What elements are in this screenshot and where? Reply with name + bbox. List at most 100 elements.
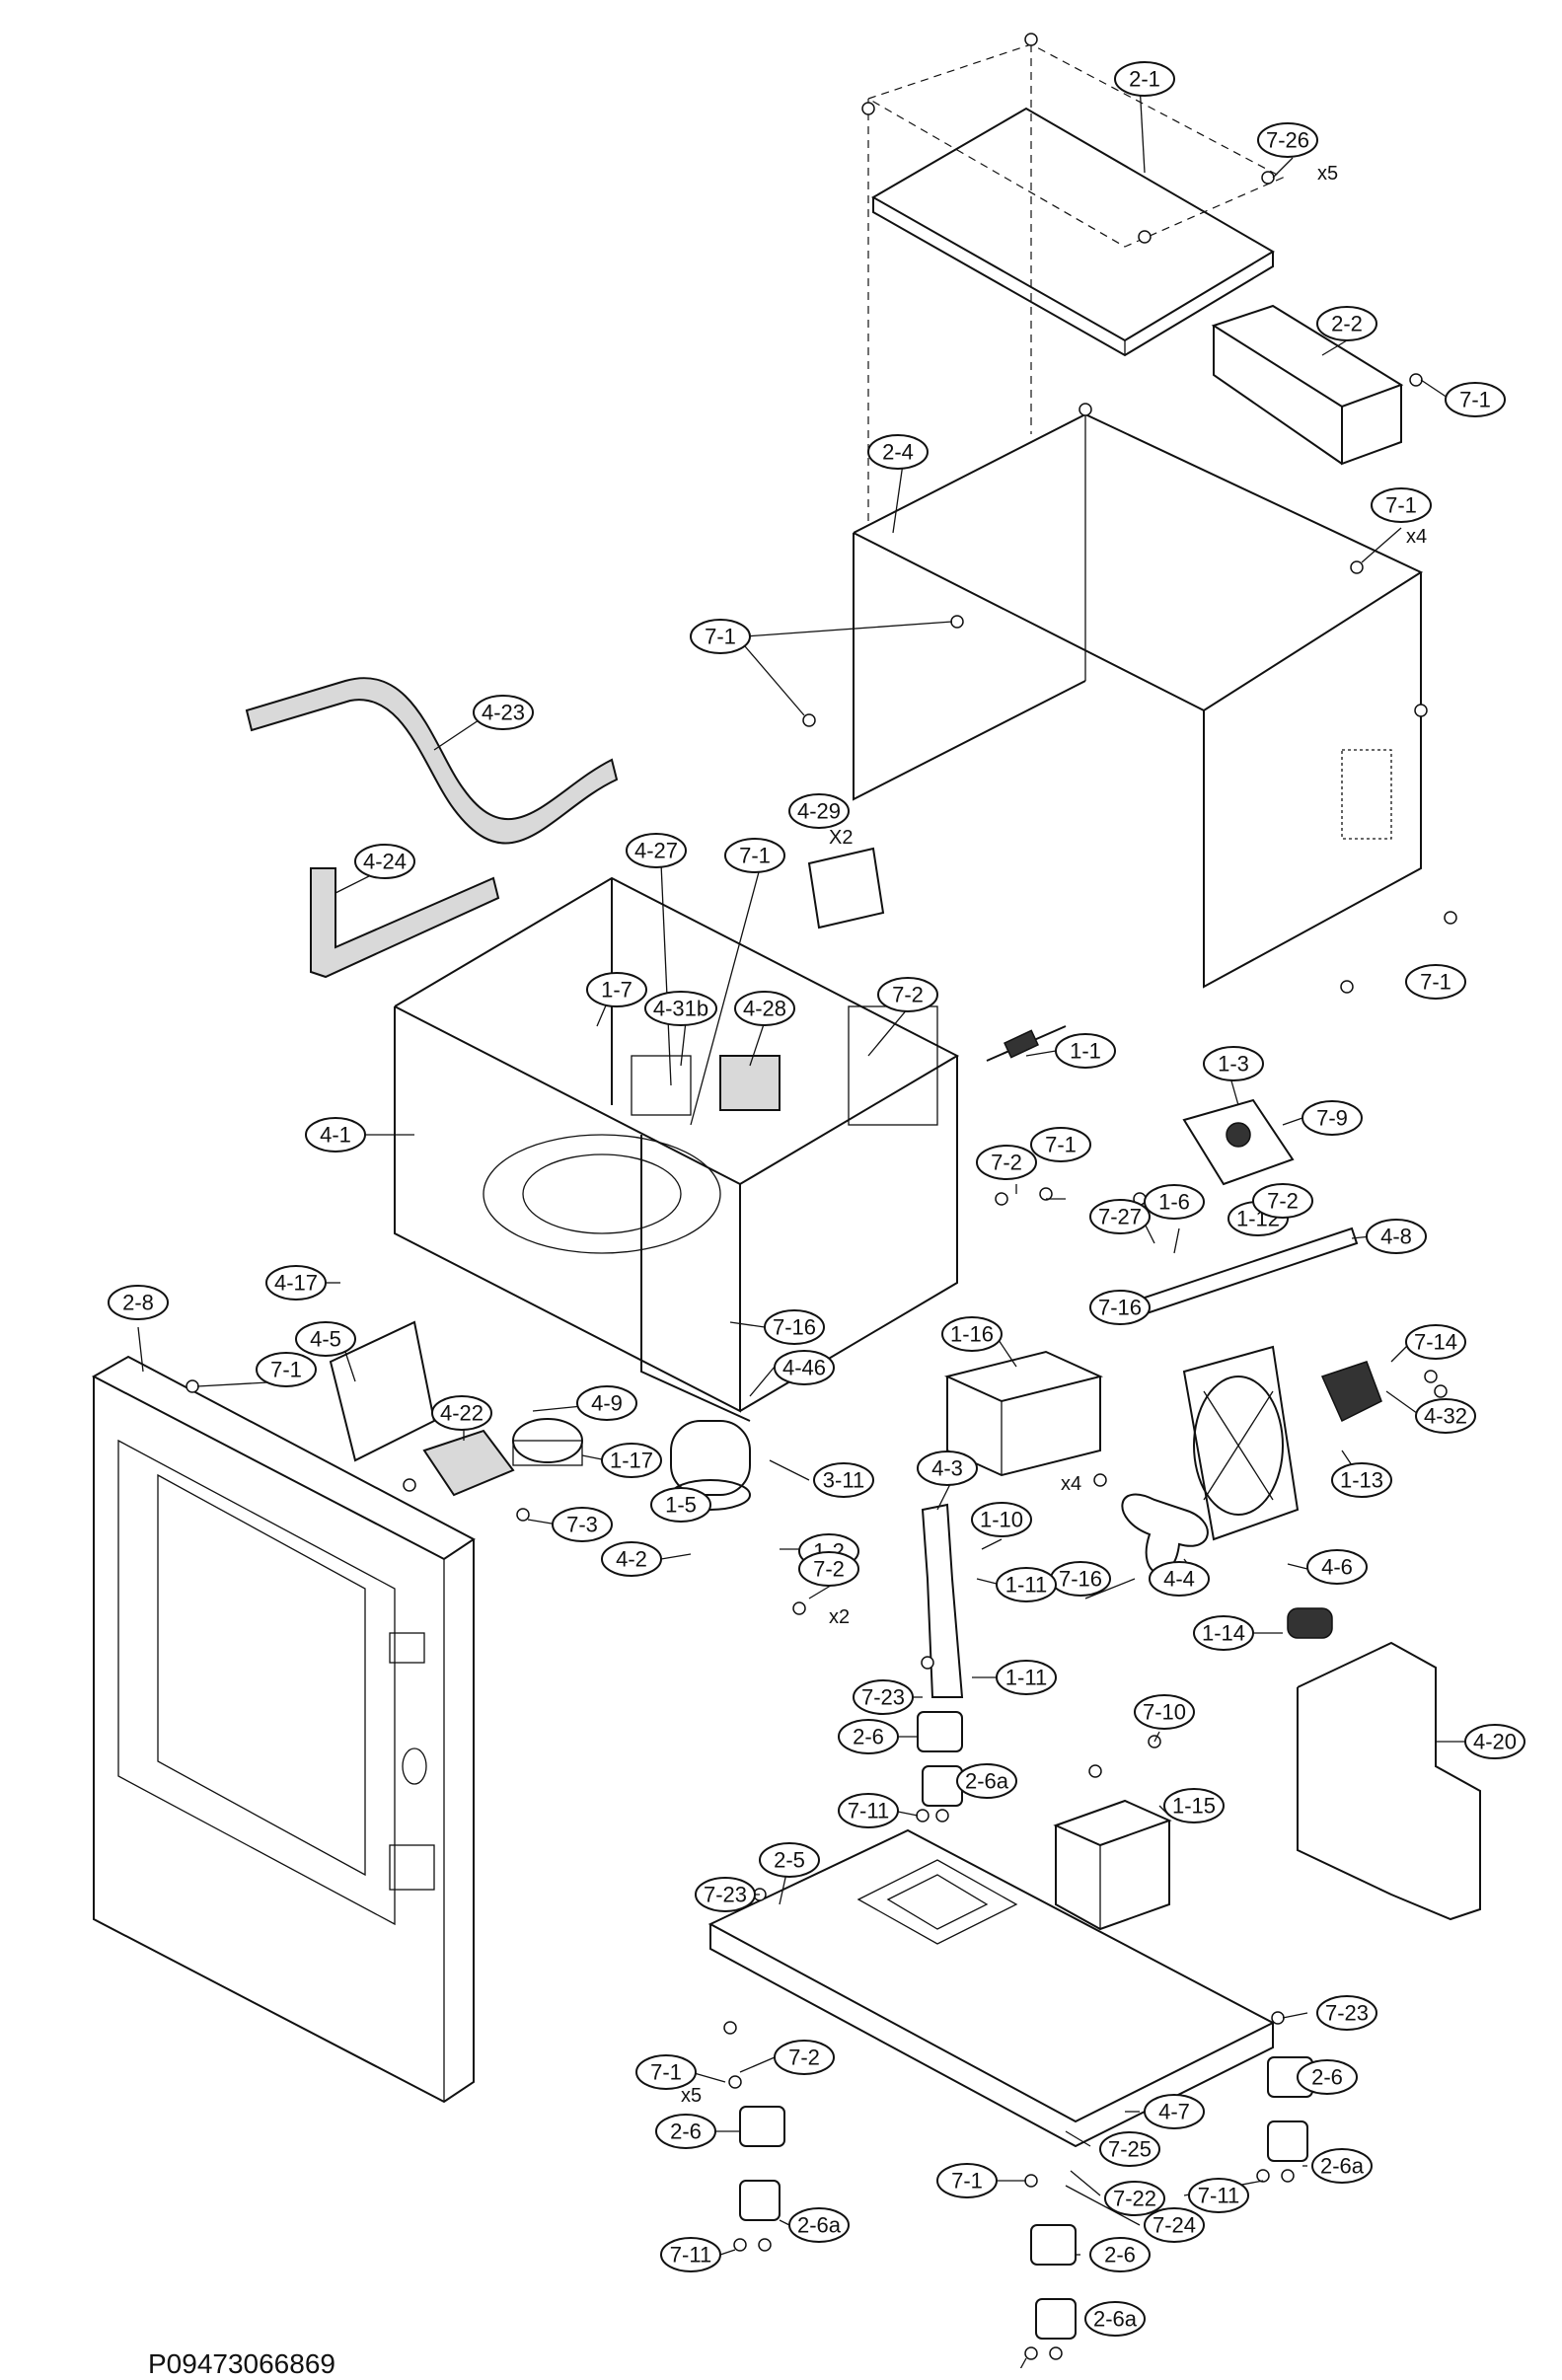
callout-text: 1-5 bbox=[665, 1493, 697, 1518]
base-plate bbox=[707, 1828, 1276, 2148]
callout-text: 2-8 bbox=[122, 1291, 154, 1315]
callout-4-1: 4-1 bbox=[305, 1117, 366, 1153]
callout-text: 4-1 bbox=[320, 1123, 351, 1148]
callout-4-28: 4-28 bbox=[734, 991, 795, 1026]
callout-text: 1-7 bbox=[601, 978, 632, 1003]
callout-text: 1-15 bbox=[1172, 1794, 1216, 1819]
callout-text: 4-3 bbox=[931, 1456, 963, 1481]
callout-text: 1-11 bbox=[1005, 1573, 1047, 1598]
callout-7-2e: 7-2 bbox=[774, 2040, 835, 2075]
glass-plate-4-29 bbox=[807, 847, 885, 930]
callout-4-9: 4-9 bbox=[576, 1385, 637, 1421]
callout-text: 4-24 bbox=[363, 850, 407, 874]
transformer bbox=[1053, 1799, 1172, 1931]
callout-text: 7-23 bbox=[1325, 2001, 1369, 2026]
drawing-code: P09473066869 bbox=[148, 2348, 335, 2379]
callout-7-16a: 7-16 bbox=[764, 1309, 825, 1345]
callout-7-1e: 7-1 bbox=[1405, 964, 1466, 1000]
callout-text: 7-2 bbox=[813, 1557, 845, 1582]
foot-2-6-a bbox=[917, 1711, 963, 1807]
callout-4-6: 4-6 bbox=[1306, 1549, 1368, 1585]
callout-7-1b: 7-1 bbox=[1371, 487, 1432, 523]
callout-text: 7-1 bbox=[951, 2169, 983, 2194]
callout-4-5: 4-5 bbox=[295, 1321, 356, 1357]
callout-1-17: 1-17 bbox=[601, 1443, 662, 1478]
callout-2-4: 2-4 bbox=[867, 434, 929, 470]
top-cover-plate bbox=[866, 43, 1285, 357]
outer-cabinet bbox=[853, 412, 1424, 989]
foot-2-6-d bbox=[1030, 2224, 1077, 2340]
callout-4-8: 4-8 bbox=[1366, 1219, 1427, 1254]
callout-text: 4-6 bbox=[1321, 1555, 1353, 1580]
callout-2-6a: 2-6 bbox=[838, 1719, 899, 1754]
callout-text: 1-16 bbox=[950, 1322, 994, 1347]
callout-4-46: 4-46 bbox=[774, 1350, 835, 1385]
qty-4-29: X2 bbox=[829, 827, 853, 849]
callout-text: 7-2 bbox=[991, 1151, 1022, 1175]
callout-7-27: 7-27 bbox=[1089, 1199, 1151, 1234]
callout-text: 7-11 bbox=[1198, 2184, 1239, 2208]
screws bbox=[186, 33, 1457, 2360]
callout-1-5: 1-5 bbox=[650, 1487, 711, 1523]
callout-text: 4-20 bbox=[1473, 1730, 1517, 1754]
callout-7-1h: 7-1 bbox=[635, 2054, 697, 2090]
callout-1-7: 1-7 bbox=[586, 972, 647, 1007]
cavity-chassis bbox=[394, 876, 960, 1422]
callout-text: 7-11 bbox=[670, 2243, 711, 2268]
callout-1-6: 1-6 bbox=[1144, 1184, 1205, 1220]
callout-text: 7-10 bbox=[1143, 1700, 1186, 1725]
fan-blade bbox=[1121, 1493, 1209, 1575]
callout-text: 2-6a bbox=[1093, 2307, 1138, 2332]
callout-text: 7-1 bbox=[739, 844, 771, 868]
callout-1-3: 1-3 bbox=[1203, 1046, 1264, 1081]
callout-text: 2-5 bbox=[774, 1848, 805, 1873]
callout-text: 4-5 bbox=[310, 1327, 341, 1352]
callout-text: 4-29 bbox=[797, 799, 841, 824]
callout-2-6c: 2-6 bbox=[655, 2114, 716, 2149]
control-pcb bbox=[1182, 1098, 1295, 1186]
rail-4-8 bbox=[1113, 1227, 1359, 1324]
callout-1-13: 1-13 bbox=[1331, 1462, 1392, 1498]
callout-7-1d: 7-1 bbox=[724, 838, 785, 873]
callout-7-2c: 7-2 bbox=[1252, 1183, 1313, 1219]
callout-7-2d: 7-2 bbox=[798, 1551, 859, 1587]
callout-4-2: 4-2 bbox=[601, 1541, 662, 1577]
callout-4-31b: 4-31b bbox=[644, 991, 717, 1026]
callout-2-6ac: 2-6a bbox=[788, 2207, 850, 2243]
callout-7-9: 7-9 bbox=[1302, 1100, 1363, 1136]
callout-text: 2-6a bbox=[965, 1769, 1009, 1794]
qty-7-1-x4: x4 bbox=[1406, 526, 1427, 548]
callout-7-23a: 7-23 bbox=[853, 1679, 914, 1715]
callout-7-2a: 7-2 bbox=[877, 977, 938, 1012]
callout-7-11b: 7-11 bbox=[1188, 2178, 1249, 2213]
callout-4-22: 4-22 bbox=[431, 1395, 492, 1431]
callout-2-6ab: 2-6a bbox=[1311, 2148, 1373, 2184]
callout-text: 7-14 bbox=[1414, 1330, 1457, 1355]
callout-text: 2-6a bbox=[1320, 2154, 1365, 2179]
callout-4-4: 4-4 bbox=[1149, 1561, 1210, 1597]
seal-strip-4-23 bbox=[245, 677, 619, 845]
callout-text: 1-1 bbox=[1070, 1039, 1101, 1064]
callout-1-1: 1-1 bbox=[1055, 1033, 1116, 1069]
callout-text: 7-1 bbox=[1459, 388, 1491, 412]
callout-4-32: 4-32 bbox=[1415, 1398, 1476, 1434]
foot-2-6-c bbox=[739, 2106, 785, 2221]
callout-text: 7-3 bbox=[566, 1513, 598, 1537]
callout-7-10: 7-10 bbox=[1134, 1694, 1195, 1730]
callout-4-7: 4-7 bbox=[1144, 2094, 1205, 2129]
qty-7-26: x5 bbox=[1317, 163, 1338, 185]
callout-7-26: 7-26 bbox=[1257, 122, 1318, 158]
callout-text: 1-14 bbox=[1202, 1621, 1245, 1646]
callout-7-1a: 7-1 bbox=[1445, 382, 1506, 417]
seal-strip-4-24 bbox=[310, 867, 500, 979]
callout-text: 7-25 bbox=[1108, 2137, 1152, 2162]
callout-text: 4-23 bbox=[482, 701, 525, 725]
qty-7-1-x5: x5 bbox=[681, 2085, 702, 2107]
callout-text: 7-2 bbox=[1267, 1189, 1299, 1214]
callout-1-14: 1-14 bbox=[1193, 1615, 1254, 1651]
callout-text: 4-22 bbox=[440, 1401, 483, 1426]
callout-7-23c: 7-23 bbox=[1316, 1995, 1377, 2031]
callout-7-1f: 7-1 bbox=[1030, 1127, 1091, 1162]
callout-3-11: 3-11 bbox=[813, 1462, 874, 1498]
